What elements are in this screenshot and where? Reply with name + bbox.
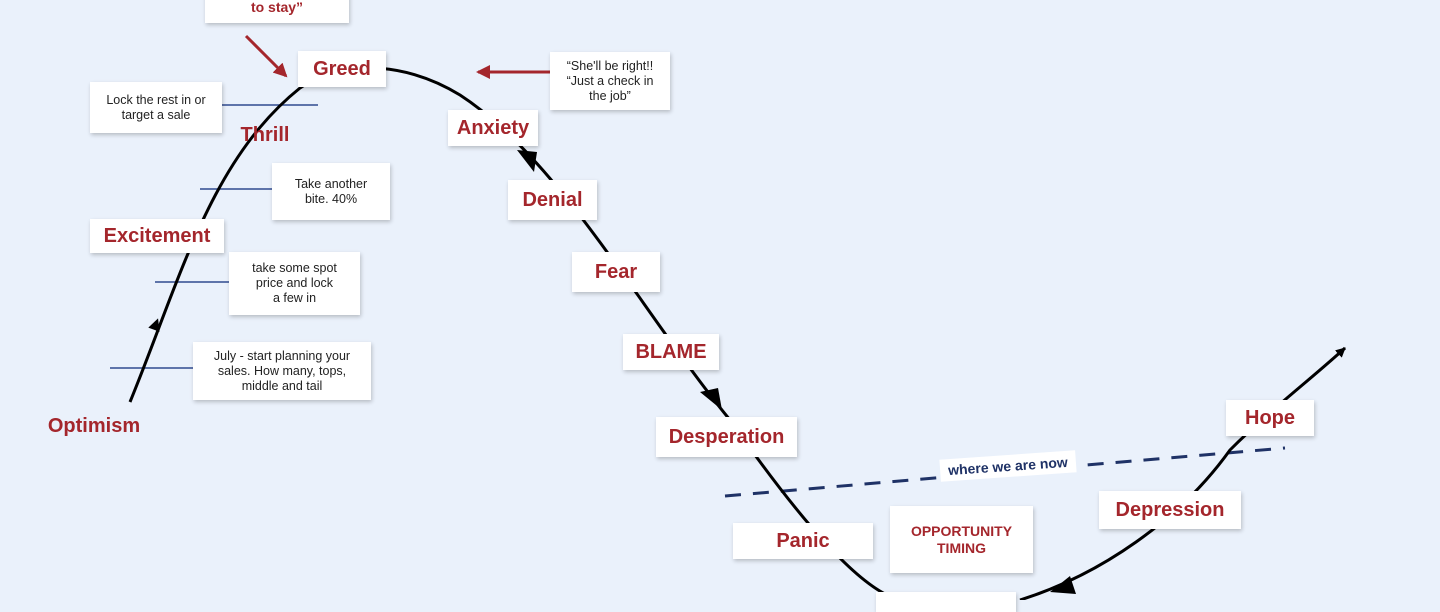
note-shell-line3: the job”	[589, 88, 631, 103]
stage-hope-label: Hope	[1245, 406, 1295, 429]
stage-anxiety: Anxiety	[448, 110, 538, 146]
recovery-curve	[1019, 346, 1347, 600]
red-arrow-to-greed	[244, 34, 288, 78]
note-shell-be-right: “She'll be right!! “Just a check in the …	[550, 52, 670, 110]
note-lock-rest-line1: Lock the rest in or	[106, 92, 206, 107]
timing-label: TIMING	[937, 539, 986, 556]
stage-panic: Panic	[733, 523, 873, 559]
cycle-curve	[128, 66, 901, 600]
stage-excitement-label: Excitement	[103, 224, 211, 247]
note-july-line3: middle and tail	[241, 378, 323, 393]
stage-denial-label: Denial	[522, 188, 583, 211]
stage-excitement: Excitement	[90, 219, 224, 253]
stage-partial-bottom	[876, 592, 1016, 612]
note-shell-line2: “Just a check in	[566, 73, 654, 88]
opportunity-label: OPPORTUNITY	[910, 522, 1013, 539]
note-spot-price: take some spot price and lock a few in	[229, 252, 360, 315]
note-top-partial: to stay”	[205, 0, 349, 23]
note-lock-rest: Lock the rest in or target a sale	[90, 82, 222, 133]
stage-blame-label: BLAME	[635, 340, 707, 363]
stage-greed-label: Greed	[313, 57, 371, 80]
stage-blame: BLAME	[623, 334, 719, 370]
note-another-bite-line2: bite. 40%	[304, 191, 358, 206]
curve-arrowhead-blame	[700, 388, 722, 410]
stage-desperation: Desperation	[656, 417, 797, 457]
note-spot-price-line1: take some spot	[252, 261, 337, 275]
note-shell-line1: “She'll be right!!	[566, 58, 654, 73]
stage-panic-label: Panic	[776, 529, 830, 552]
stage-thrill-label: Thrill	[240, 123, 290, 146]
note-another-bite: Take another bite. 40%	[272, 163, 390, 220]
stage-desperation-label: Desperation	[668, 425, 785, 448]
note-lock-rest-line2: target a sale	[121, 107, 191, 122]
stage-denial: Denial	[508, 180, 597, 220]
note-july-line2: sales. How many, tops,	[217, 363, 347, 378]
stage-hope: Hope	[1226, 400, 1314, 436]
curve-arrowhead-bottom	[1050, 576, 1076, 594]
note-spot-price-line3: a few in	[272, 291, 317, 305]
stage-fear: Fear	[572, 252, 660, 292]
stage-optimism-label: Optimism	[47, 414, 141, 437]
stage-thrill: Thrill	[230, 118, 300, 152]
stage-greed: Greed	[298, 51, 386, 87]
note-july: July - start planning your sales. How ma…	[193, 342, 371, 400]
stage-fear-label: Fear	[594, 260, 638, 283]
note-another-bite-line1: Take another	[294, 176, 368, 191]
stage-optimism: Optimism	[36, 408, 152, 444]
opportunity-timing-box: OPPORTUNITY TIMING	[890, 506, 1033, 573]
stage-depression-label: Depression	[1115, 498, 1225, 521]
stage-anxiety-label: Anxiety	[456, 116, 530, 139]
note-july-line1: July - start planning your	[213, 348, 351, 363]
note-spot-price-line2: price and lock	[255, 276, 334, 290]
curve-arrowhead-up	[148, 318, 160, 332]
note-top-partial-text: to stay”	[250, 0, 304, 15]
curve-arrowhead-anxiety	[517, 150, 537, 172]
stage-depression: Depression	[1099, 491, 1241, 529]
